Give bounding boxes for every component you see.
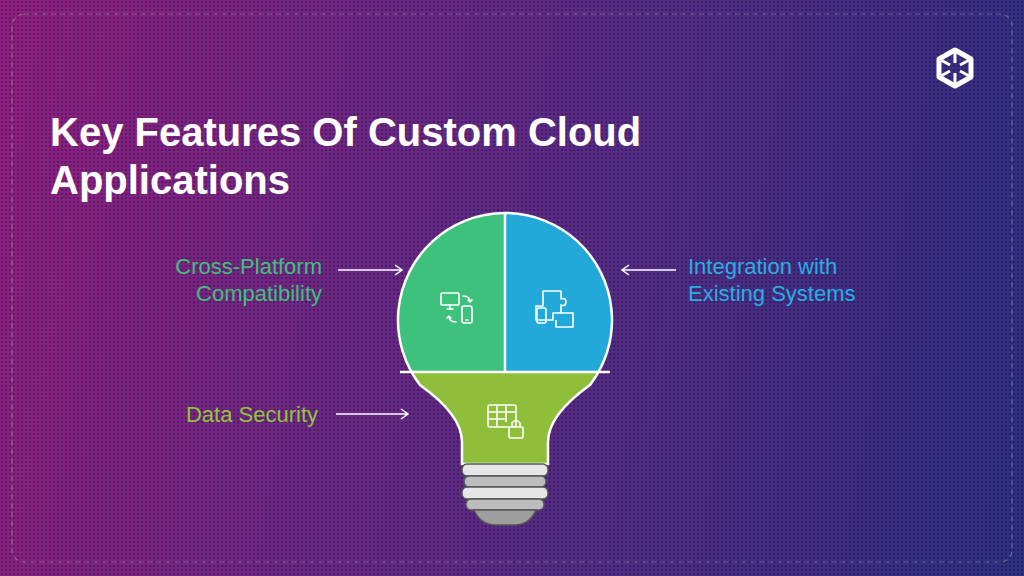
device-icon xyxy=(441,293,472,323)
logo xyxy=(939,50,971,86)
secure-data-icon xyxy=(488,405,523,438)
feature-label: Cross-Platform Compatibility xyxy=(142,253,322,307)
bulb-base xyxy=(462,464,548,525)
feature-label: Data Security xyxy=(98,401,318,428)
page-title: Key Features Of Custom Cloud Application… xyxy=(50,108,740,204)
integration-icon xyxy=(536,291,573,327)
frame xyxy=(12,14,1012,562)
bulb-segments xyxy=(380,200,635,472)
leader-arrows xyxy=(336,265,676,419)
feature-label: Integration with Existing Systems xyxy=(688,253,898,307)
